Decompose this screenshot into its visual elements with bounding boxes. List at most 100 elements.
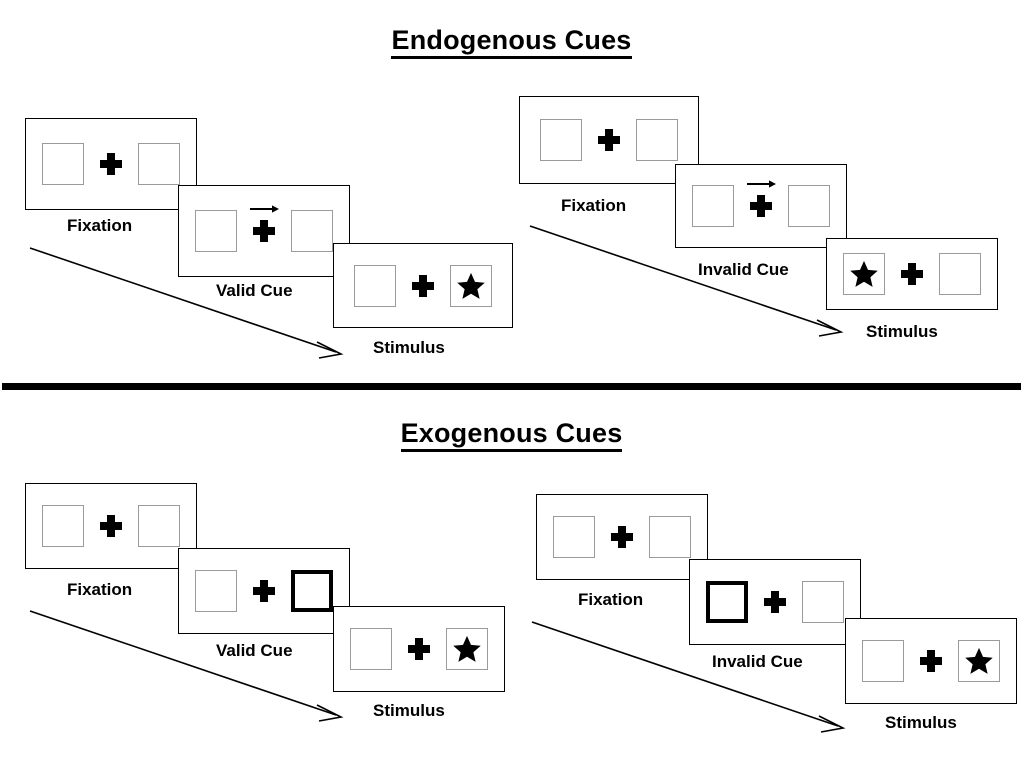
panel-endogenous-invalid-cue[interactable] <box>675 164 847 248</box>
stage-label-endogenous-invalid-fixation: Fixation <box>561 196 627 215</box>
section-title-exogenous-text: Exogenous Cues <box>400 418 623 452</box>
plus-icon <box>598 129 620 151</box>
placeholder-box-right <box>958 640 1000 682</box>
cued-box-left <box>706 581 748 623</box>
placeholder-box-left <box>692 185 734 227</box>
left-box-slot <box>42 143 84 185</box>
section-divider <box>2 383 1021 390</box>
right-box-slot <box>958 640 1000 682</box>
panel-endogenous-valid-cue[interactable] <box>178 185 350 277</box>
right-box-slot <box>939 253 981 295</box>
stage-label-endogenous-valid-stimulus: Stimulus <box>373 338 445 357</box>
section-title-endogenous: Endogenous Cues <box>0 25 1023 59</box>
right-box-slot <box>649 516 691 558</box>
placeholder-box-right <box>291 210 333 252</box>
panel-content <box>690 560 860 644</box>
panel-exogenous-valid-fixation[interactable] <box>25 483 197 569</box>
stage-label-exogenous-valid-stimulus: Stimulus <box>373 701 445 720</box>
left-box-slot <box>540 119 582 161</box>
arrow-right-icon <box>250 205 279 213</box>
placeholder-box-right <box>450 264 492 307</box>
left-box-slot <box>354 264 396 307</box>
section-title-exogenous: Exogenous Cues <box>0 418 1023 452</box>
placeholder-box-left <box>354 264 396 307</box>
stage-label-exogenous-valid-fixation: Fixation <box>67 580 133 599</box>
placeholder-box-right <box>636 119 678 161</box>
left-box-slot <box>706 581 748 623</box>
left-box-slot <box>195 210 237 252</box>
star-icon <box>453 635 481 662</box>
stage-label-endogenous-valid-cue: Valid Cue <box>216 281 293 300</box>
plus-icon <box>920 650 942 672</box>
left-box-slot <box>350 628 392 670</box>
panel-exogenous-invalid-stimulus[interactable] <box>845 618 1017 704</box>
panel-endogenous-valid-stimulus[interactable] <box>333 243 513 328</box>
panel-content <box>520 97 698 183</box>
placeholder-box-right <box>446 628 488 670</box>
placeholder-box-right <box>939 253 981 295</box>
placeholder-box-left <box>195 570 237 612</box>
right-box-slot <box>291 210 333 252</box>
panel-endogenous-valid-fixation[interactable] <box>25 118 197 210</box>
panel-content <box>676 165 846 247</box>
stage-label-endogenous-invalid-cue: Invalid Cue <box>698 260 789 279</box>
left-box-slot <box>843 253 885 295</box>
panel-exogenous-valid-cue[interactable] <box>178 548 350 634</box>
right-box-slot <box>291 570 333 612</box>
panel-endogenous-invalid-fixation[interactable] <box>519 96 699 184</box>
plus-icon <box>764 591 786 613</box>
plus-icon <box>253 580 275 602</box>
right-box-slot <box>138 143 180 185</box>
left-box-slot <box>553 516 595 558</box>
plus-icon <box>408 638 430 660</box>
stage-label-exogenous-valid-cue: Valid Cue <box>216 641 293 660</box>
star-icon <box>965 647 993 674</box>
panel-content <box>846 619 1016 703</box>
placeholder-box-right <box>649 516 691 558</box>
placeholder-box-left <box>540 119 582 161</box>
star-icon <box>850 260 878 287</box>
placeholder-box-left <box>862 640 904 682</box>
panel-content <box>179 186 349 276</box>
panel-content <box>537 495 707 579</box>
panel-endogenous-invalid-stimulus[interactable] <box>826 238 998 310</box>
plus-icon <box>611 526 633 548</box>
right-box-slot <box>802 581 844 623</box>
panel-exogenous-invalid-cue[interactable] <box>689 559 861 645</box>
placeholder-box-left <box>42 143 84 185</box>
panel-content <box>334 244 512 327</box>
left-box-slot <box>42 505 84 547</box>
right-box-slot <box>138 505 180 547</box>
left-box-slot <box>195 570 237 612</box>
panel-content <box>26 119 196 209</box>
stage-label-exogenous-invalid-fixation: Fixation <box>578 590 644 609</box>
right-box-slot <box>450 264 492 307</box>
right-box-slot <box>636 119 678 161</box>
panel-content <box>179 549 349 633</box>
panel-exogenous-valid-stimulus[interactable] <box>333 606 505 692</box>
placeholder-box-left <box>350 628 392 670</box>
section-title-endogenous-text: Endogenous Cues <box>391 25 632 59</box>
placeholder-box-left <box>195 210 237 252</box>
left-box-slot <box>862 640 904 682</box>
right-box-slot <box>446 628 488 670</box>
placeholder-box-right <box>138 143 180 185</box>
plus-icon <box>901 263 923 285</box>
panel-content <box>334 607 504 691</box>
panel-content <box>26 484 196 568</box>
placeholder-box-right <box>138 505 180 547</box>
arrow-right-icon <box>747 180 776 188</box>
stage-label-endogenous-valid-fixation: Fixation <box>67 216 133 235</box>
panel-content <box>827 239 997 309</box>
plus-icon <box>100 153 122 175</box>
plus-icon <box>412 274 434 297</box>
stage-label-endogenous-invalid-stimulus: Stimulus <box>866 322 938 341</box>
panel-exogenous-invalid-fixation[interactable] <box>536 494 708 580</box>
left-box-slot <box>692 185 734 227</box>
plus-icon <box>747 180 776 217</box>
stage-label-exogenous-invalid-stimulus: Stimulus <box>885 713 957 732</box>
placeholder-box-left <box>42 505 84 547</box>
right-box-slot <box>788 185 830 227</box>
placeholder-box-left <box>843 253 885 295</box>
